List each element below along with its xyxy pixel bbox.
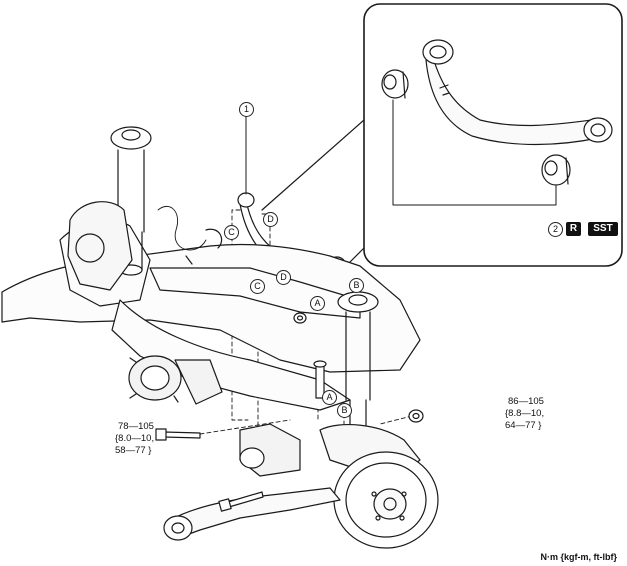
callout-part2: 2 <box>548 222 563 237</box>
torque-right-line1: 86—105 <box>508 396 544 407</box>
inset-bushing-right <box>541 154 571 186</box>
sst-badge: SST <box>588 222 618 236</box>
bolt-left <box>155 428 201 441</box>
callout-B-lower: B <box>337 403 352 418</box>
replace-badge: R <box>566 222 581 236</box>
dash-nut-right <box>379 415 413 425</box>
inset-leader-top <box>261 119 365 211</box>
inset-bushing-left <box>381 69 409 99</box>
dash-bolt-left <box>199 419 291 435</box>
torque-left-line2: {8.0—10, <box>115 433 155 444</box>
differential <box>128 355 223 405</box>
bolt-center <box>313 360 327 399</box>
torque-left-line1: 78—105 <box>118 421 154 432</box>
callout-B-upper: B <box>349 278 364 293</box>
right-hub-assembly <box>319 423 439 549</box>
callout-A-upper: A <box>310 296 325 311</box>
torque-left-line3: 58—77 } <box>115 445 152 456</box>
left-knuckle <box>67 201 133 291</box>
brake-hose <box>157 205 207 251</box>
trailing-arm <box>239 423 301 477</box>
nut-right <box>408 409 424 423</box>
callout-A-lower: A <box>322 390 337 405</box>
torque-units-label: N·m {kgf-m, ft-lbf} <box>540 552 618 562</box>
callout-C-lower: C <box>250 279 265 294</box>
callout-part1: 1 <box>239 102 254 117</box>
callout-D-lower: D <box>276 270 291 285</box>
inset-leader-part2 <box>392 99 557 206</box>
torque-right-line2: {8.8—10, <box>505 408 545 419</box>
callout-D-upper: D <box>263 212 278 227</box>
stabilizer-link <box>185 228 223 265</box>
inset-upper-arm <box>422 39 613 146</box>
bolt-lower <box>218 491 264 512</box>
nut-center <box>293 312 307 324</box>
callout-C-upper: C <box>224 225 239 240</box>
torque-right-line3: 64—77 } <box>505 420 542 431</box>
